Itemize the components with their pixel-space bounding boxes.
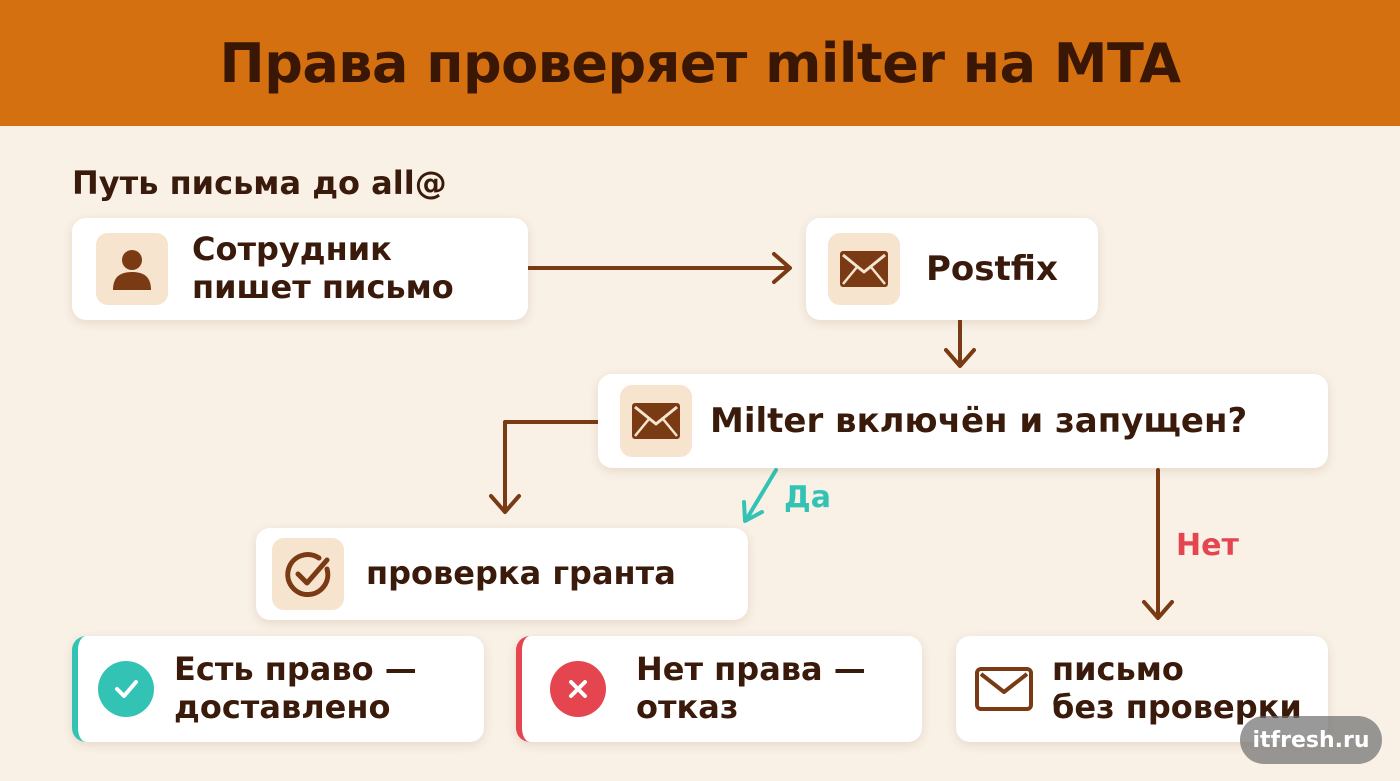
node-outcome-denied: Нет права — отказ [516,636,922,742]
node-outcome-allowed: Есть право — доставлено [72,636,484,742]
arrowhead-grant [489,494,521,514]
arrow-milter-to-grant [503,420,600,512]
check-circle-icon [285,552,331,598]
node-unchecked-line1: письмо [1052,650,1184,689]
arrowhead-postfix [772,252,792,284]
envelope-icon [632,403,680,439]
node-postfix: Postfix [806,218,1098,320]
branch-label-yes: Да [784,480,831,515]
cross-icon [569,680,587,698]
node-employee-label: Сотрудник пишет письмо [192,230,454,307]
person-icon [113,250,151,290]
page-title: Права проверяет milter на MTA [219,31,1181,95]
arrowhead-unchecked [1142,600,1174,620]
node-postfix-label: Postfix [926,248,1058,289]
node-milter-icon-tile [620,385,692,457]
arrowhead-milter [944,348,976,368]
watermark-badge: itfresh.ru [1240,716,1382,764]
node-denied-label: Нет права — отказ [636,650,866,727]
outcome-allowed-circle [98,661,154,717]
envelope-icon [840,251,888,287]
node-grant-label: проверка гранта [366,554,676,593]
node-allowed-line2: доставлено [174,688,391,726]
outcome-denied-circle [550,661,606,717]
node-allowed-line1: Есть право — [174,650,417,689]
node-allowed-label: Есть право — доставлено [174,650,417,727]
node-employee-icon-tile [96,233,168,305]
node-employee-line2: пишет письмо [192,268,454,306]
node-postfix-icon-tile [828,233,900,305]
header-banner: Права проверяет milter на MTA [0,0,1400,126]
node-employee-line1: Сотрудник [192,230,392,269]
branch-label-no: Нет [1176,528,1239,563]
envelope-outline-icon [975,667,1033,711]
node-denied-line1: Нет права — [636,650,866,689]
yes-branch-tick [744,468,778,522]
node-denied-line2: отказ [636,688,739,726]
yes-branch-tick-head [742,500,764,523]
check-icon [115,680,138,698]
node-grant-check: проверка гранта [256,528,748,620]
node-milter-decision: Milter включён и запущен? [598,374,1328,468]
node-employee: Сотрудник пишет письмо [72,218,528,320]
diagram-subtitle: Путь письма до all@ [72,164,447,202]
node-milter-label: Milter включён и запущен? [710,400,1248,441]
node-grant-icon-tile [272,538,344,610]
